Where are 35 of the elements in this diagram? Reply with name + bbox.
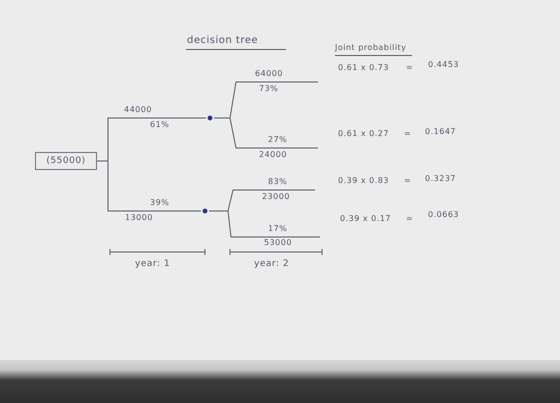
equals-sign: = (404, 177, 412, 185)
branch-label: 27% (268, 136, 288, 144)
value-label: 24000 (259, 151, 287, 159)
title: decision tree (186, 36, 286, 50)
decision-node-box (35, 152, 97, 170)
value-label: 13000 (125, 214, 153, 222)
chance-node (208, 116, 212, 120)
branch-line (214, 118, 318, 148)
branch-line (208, 210, 320, 238)
period-label: year: 1 (135, 260, 170, 269)
chance-node (202, 208, 208, 214)
branch-label: 64000 (255, 70, 283, 78)
branch-label: 17% (268, 225, 288, 233)
formula-text: 0.61 x 0.73 (338, 64, 389, 72)
column-heading: Joint probability (335, 44, 412, 56)
branch-label: 44000 (124, 106, 152, 114)
result-text: 0.0663 (428, 211, 459, 219)
formula-text: 0.39 x 0.17 (340, 215, 391, 223)
branch-label: 39% (150, 199, 170, 207)
value-label: 53000 (264, 239, 292, 247)
period-label: year: 2 (254, 260, 290, 269)
branch-line (96, 160, 202, 212)
result-text: 0.3237 (425, 175, 456, 183)
equals-sign: = (406, 64, 414, 72)
result-text: 0.4453 (428, 61, 459, 69)
node-label: (55000) (46, 156, 86, 166)
formula-text: 0.61 x 0.27 (338, 130, 389, 138)
equals-sign: = (404, 130, 412, 138)
probability-label: 73% (259, 85, 278, 93)
formula-text: 0.39 x 0.83 (338, 177, 389, 185)
result-text: 0.1647 (425, 128, 456, 136)
value-label: 23000 (262, 193, 290, 201)
equals-sign: = (406, 215, 414, 223)
branch-label: 83% (268, 178, 288, 186)
probability-label: 61% (150, 121, 170, 129)
